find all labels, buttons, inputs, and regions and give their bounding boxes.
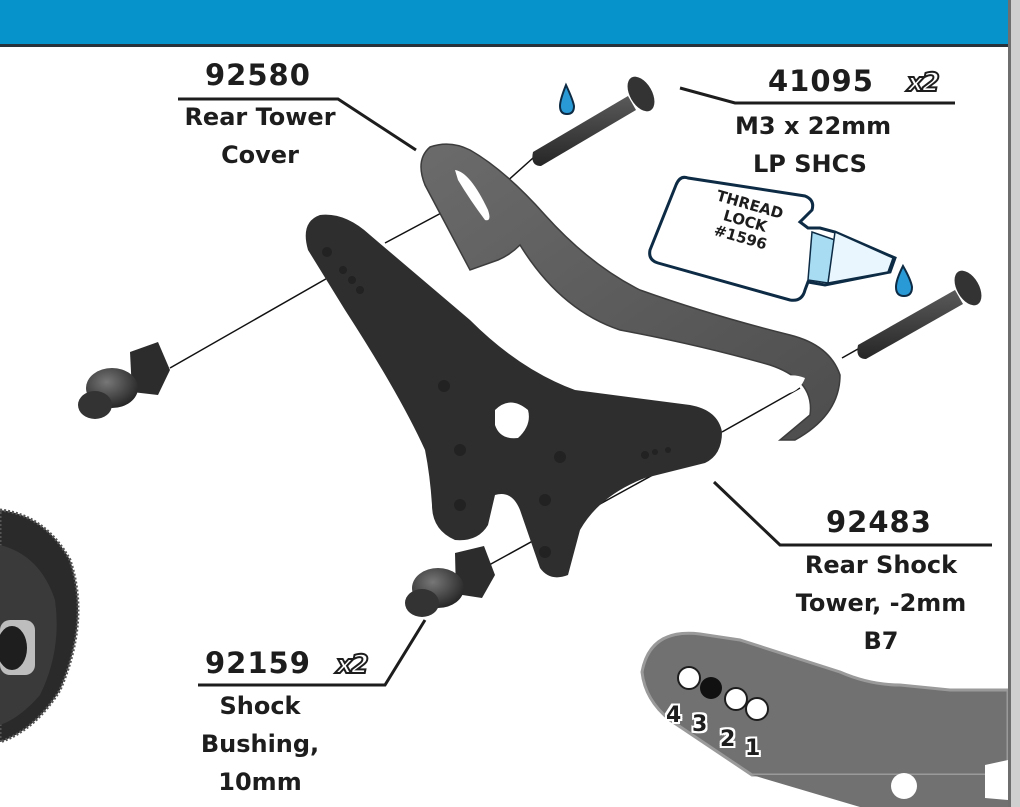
part-number-92580: 92580 — [205, 58, 311, 92]
desc-line: Bushing, — [200, 730, 320, 758]
quantity-badge: x2 — [335, 649, 370, 681]
quantity-badge: x2 — [906, 67, 941, 99]
hole-label-3: 3 — [691, 712, 708, 738]
hole-2 — [724, 687, 748, 711]
part-number-92483: 92483 — [826, 505, 932, 539]
part-desc-rear-tower-cover: Rear Tower Cover — [180, 98, 340, 174]
hole-position-inset — [640, 631, 1008, 807]
desc-line: Rear Tower — [184, 103, 336, 131]
desc-line: Rear Shock — [804, 551, 958, 579]
desc-line: LP SHCS — [753, 150, 867, 178]
screw-top — [532, 76, 655, 166]
desc-line: Shock — [219, 692, 301, 720]
desc-line: M3 x 22mm — [735, 112, 892, 140]
leader-lines — [178, 86, 992, 687]
hole-label-4: 4 — [665, 703, 682, 729]
desc-line: Tower, -2mm — [795, 589, 967, 617]
hole-3-selected — [700, 677, 722, 699]
part-number-92159: 92159 x2 — [205, 646, 370, 681]
shock-bushing-bottom — [405, 546, 495, 617]
header-bar — [0, 0, 1010, 47]
desc-line: 10mm — [218, 768, 302, 796]
shock-bushing-left — [78, 342, 170, 419]
part-desc-shock-tower: Rear Shock Tower, -2mm B7 — [790, 546, 972, 660]
scrollbar[interactable] — [1008, 0, 1020, 807]
hole-label-1: 1 — [744, 736, 761, 762]
part-desc-shock-bushing: Shock Bushing, 10mm — [190, 687, 330, 801]
spur-gear — [0, 508, 80, 744]
hole-label-2: 2 — [719, 727, 736, 753]
rear-tower-cover — [420, 143, 841, 441]
rear-shock-tower — [305, 214, 722, 578]
hole-1 — [745, 697, 769, 721]
desc-line: Cover — [221, 141, 299, 169]
part-desc-screw: M3 x 22mm LP SHCS — [735, 107, 892, 183]
part-number: 92159 — [205, 646, 311, 680]
desc-line: B7 — [863, 627, 899, 655]
thread-lock-drop-icon — [558, 82, 914, 298]
thread-lock-bottle — [648, 175, 897, 302]
hole-4 — [677, 666, 701, 690]
part-number-41095: 41095 x2 — [768, 64, 941, 99]
screw-right — [857, 270, 982, 359]
part-number: 41095 — [768, 64, 874, 98]
